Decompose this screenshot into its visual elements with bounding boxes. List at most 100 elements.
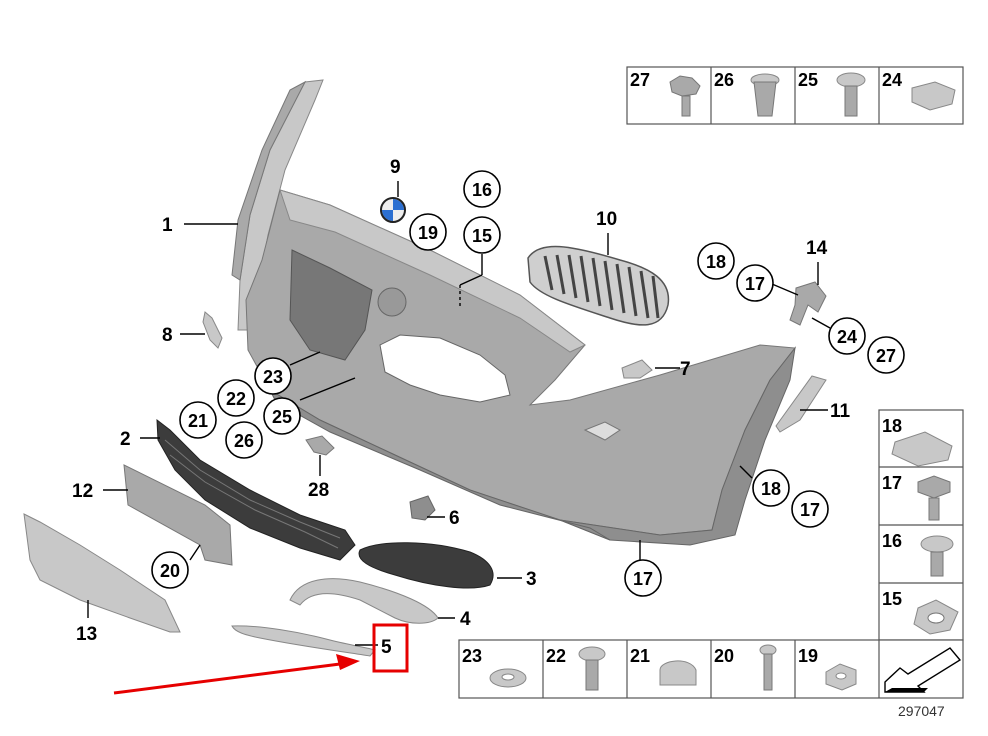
kidney-grille (527, 245, 670, 326)
circle-callout-19: 19 (409, 213, 447, 251)
circle-callout-24: 24 (828, 317, 866, 355)
pan-screw-icon (836, 72, 866, 117)
svg-text:15: 15 (472, 226, 492, 246)
circle-callout-22: 22 (217, 379, 255, 417)
circle-callout-27: 27 (867, 336, 905, 374)
callout-14: 14 (806, 238, 828, 259)
clip-nut-icon (911, 81, 956, 111)
circle-callout-17-top: 17 (736, 264, 774, 302)
circle-callout-18-mid: 18 (752, 469, 790, 507)
callout-8: 8 (162, 325, 173, 346)
direction-arrow-icon (884, 647, 962, 693)
clip-28 (305, 435, 335, 456)
hw-25-label: 25 (798, 70, 818, 90)
svg-text:26: 26 (234, 431, 254, 451)
circle-callout-23: 23 (254, 357, 292, 395)
hw-24-label: 24 (882, 70, 902, 90)
hw-23-label: 23 (462, 646, 482, 666)
circle-callout-16: 16 (463, 170, 501, 208)
highlight-box (372, 623, 409, 673)
circle-callout-21: 21 (179, 401, 217, 439)
circle-callout-17-bottom: 17 (624, 559, 662, 597)
cover-part-6 (409, 495, 436, 521)
circle-callout-25: 25 (263, 397, 301, 435)
hw-26-label: 26 (714, 70, 734, 90)
right-hardware-table: 18 17 16 15 (878, 409, 964, 641)
hw-18-label: 18 (882, 416, 902, 436)
license-plate-base (123, 464, 233, 566)
callout-3: 3 (526, 569, 537, 590)
svg-text:17: 17 (800, 500, 820, 520)
side-reflector-11 (775, 375, 827, 433)
top-hardware-table: 27 26 25 24 (626, 66, 964, 125)
lower-strip (231, 625, 376, 657)
callout-9: 9 (390, 157, 401, 178)
callout-6: 6 (449, 508, 460, 529)
hw-21-label: 21 (630, 646, 650, 666)
trim-ring (289, 578, 439, 624)
svg-text:17: 17 (745, 274, 765, 294)
circle-callout-26: 26 (225, 421, 263, 459)
hex-nut-icon (825, 663, 857, 691)
washer-screw-icon (917, 475, 951, 521)
bracket-14 (789, 281, 827, 326)
svg-text:22: 22 (226, 389, 246, 409)
leader-lines (87, 181, 831, 646)
circle-callout-18-top: 18 (697, 242, 735, 280)
hw-22-label: 22 (546, 646, 566, 666)
svg-text:19: 19 (418, 223, 438, 243)
red-arrow-line (113, 662, 341, 695)
washer-icon (489, 668, 527, 688)
diagram-id: 297047 (898, 703, 945, 719)
svg-text:27: 27 (876, 346, 896, 366)
bushing-icon (750, 73, 780, 117)
callout-12: 12 (72, 481, 93, 502)
svg-text:25: 25 (272, 407, 292, 427)
callout-10: 10 (596, 209, 617, 230)
bracket-left (202, 311, 223, 349)
circle-callout-15: 15 (463, 216, 501, 254)
red-arrow-head (336, 654, 360, 670)
hw-17-label: 17 (882, 473, 902, 493)
hw-20-label: 20 (714, 646, 734, 666)
hw-19-label: 19 (798, 646, 818, 666)
svg-text:23: 23 (263, 367, 283, 387)
bmw-emblem (380, 197, 406, 223)
cross-screw-icon (578, 646, 606, 691)
highlight-annotation (113, 623, 409, 695)
svg-text:16: 16 (472, 180, 492, 200)
callout-2: 2 (120, 429, 131, 450)
hw-27-label: 27 (630, 70, 650, 90)
callout-5: 5 (381, 637, 392, 658)
callout-13: 13 (76, 624, 97, 645)
spring-clip-icon (891, 431, 953, 467)
callout-labels: 1 2 3 4 5 6 7 8 9 10 11 12 13 14 28 (72, 157, 851, 658)
bumper-cover (231, 79, 796, 546)
svg-text:18: 18 (761, 479, 781, 499)
callout-11: 11 (830, 401, 851, 422)
svg-text:21: 21 (188, 411, 208, 431)
svg-text:17: 17 (633, 569, 653, 589)
bottom-hardware-table: 23 22 21 20 19 (458, 639, 964, 699)
svg-text:18: 18 (706, 252, 726, 272)
fog-grille (358, 542, 494, 589)
callout-28: 28 (308, 480, 329, 501)
circle-callout-20: 20 (151, 551, 189, 589)
svg-text:24: 24 (837, 327, 857, 347)
license-plate-holder (23, 513, 181, 633)
svg-text:20: 20 (160, 561, 180, 581)
flat-screw-icon (920, 535, 954, 577)
hw-15-label: 15 (882, 589, 902, 609)
hw-16-label: 16 (882, 531, 902, 551)
callout-7: 7 (680, 359, 691, 380)
callout-4: 4 (460, 609, 471, 630)
square-nut-icon (913, 599, 959, 635)
hex-bolt-icon (669, 75, 701, 117)
circle-callout-17-mid: 17 (791, 490, 829, 528)
circled-callouts: 16 15 19 18 17 24 27 21 22 23 25 26 20 1… (151, 170, 905, 597)
cap-icon (659, 660, 697, 686)
lower-grille-mesh (156, 418, 356, 561)
cover-part-7 (621, 359, 653, 379)
callout-1: 1 (162, 215, 173, 236)
